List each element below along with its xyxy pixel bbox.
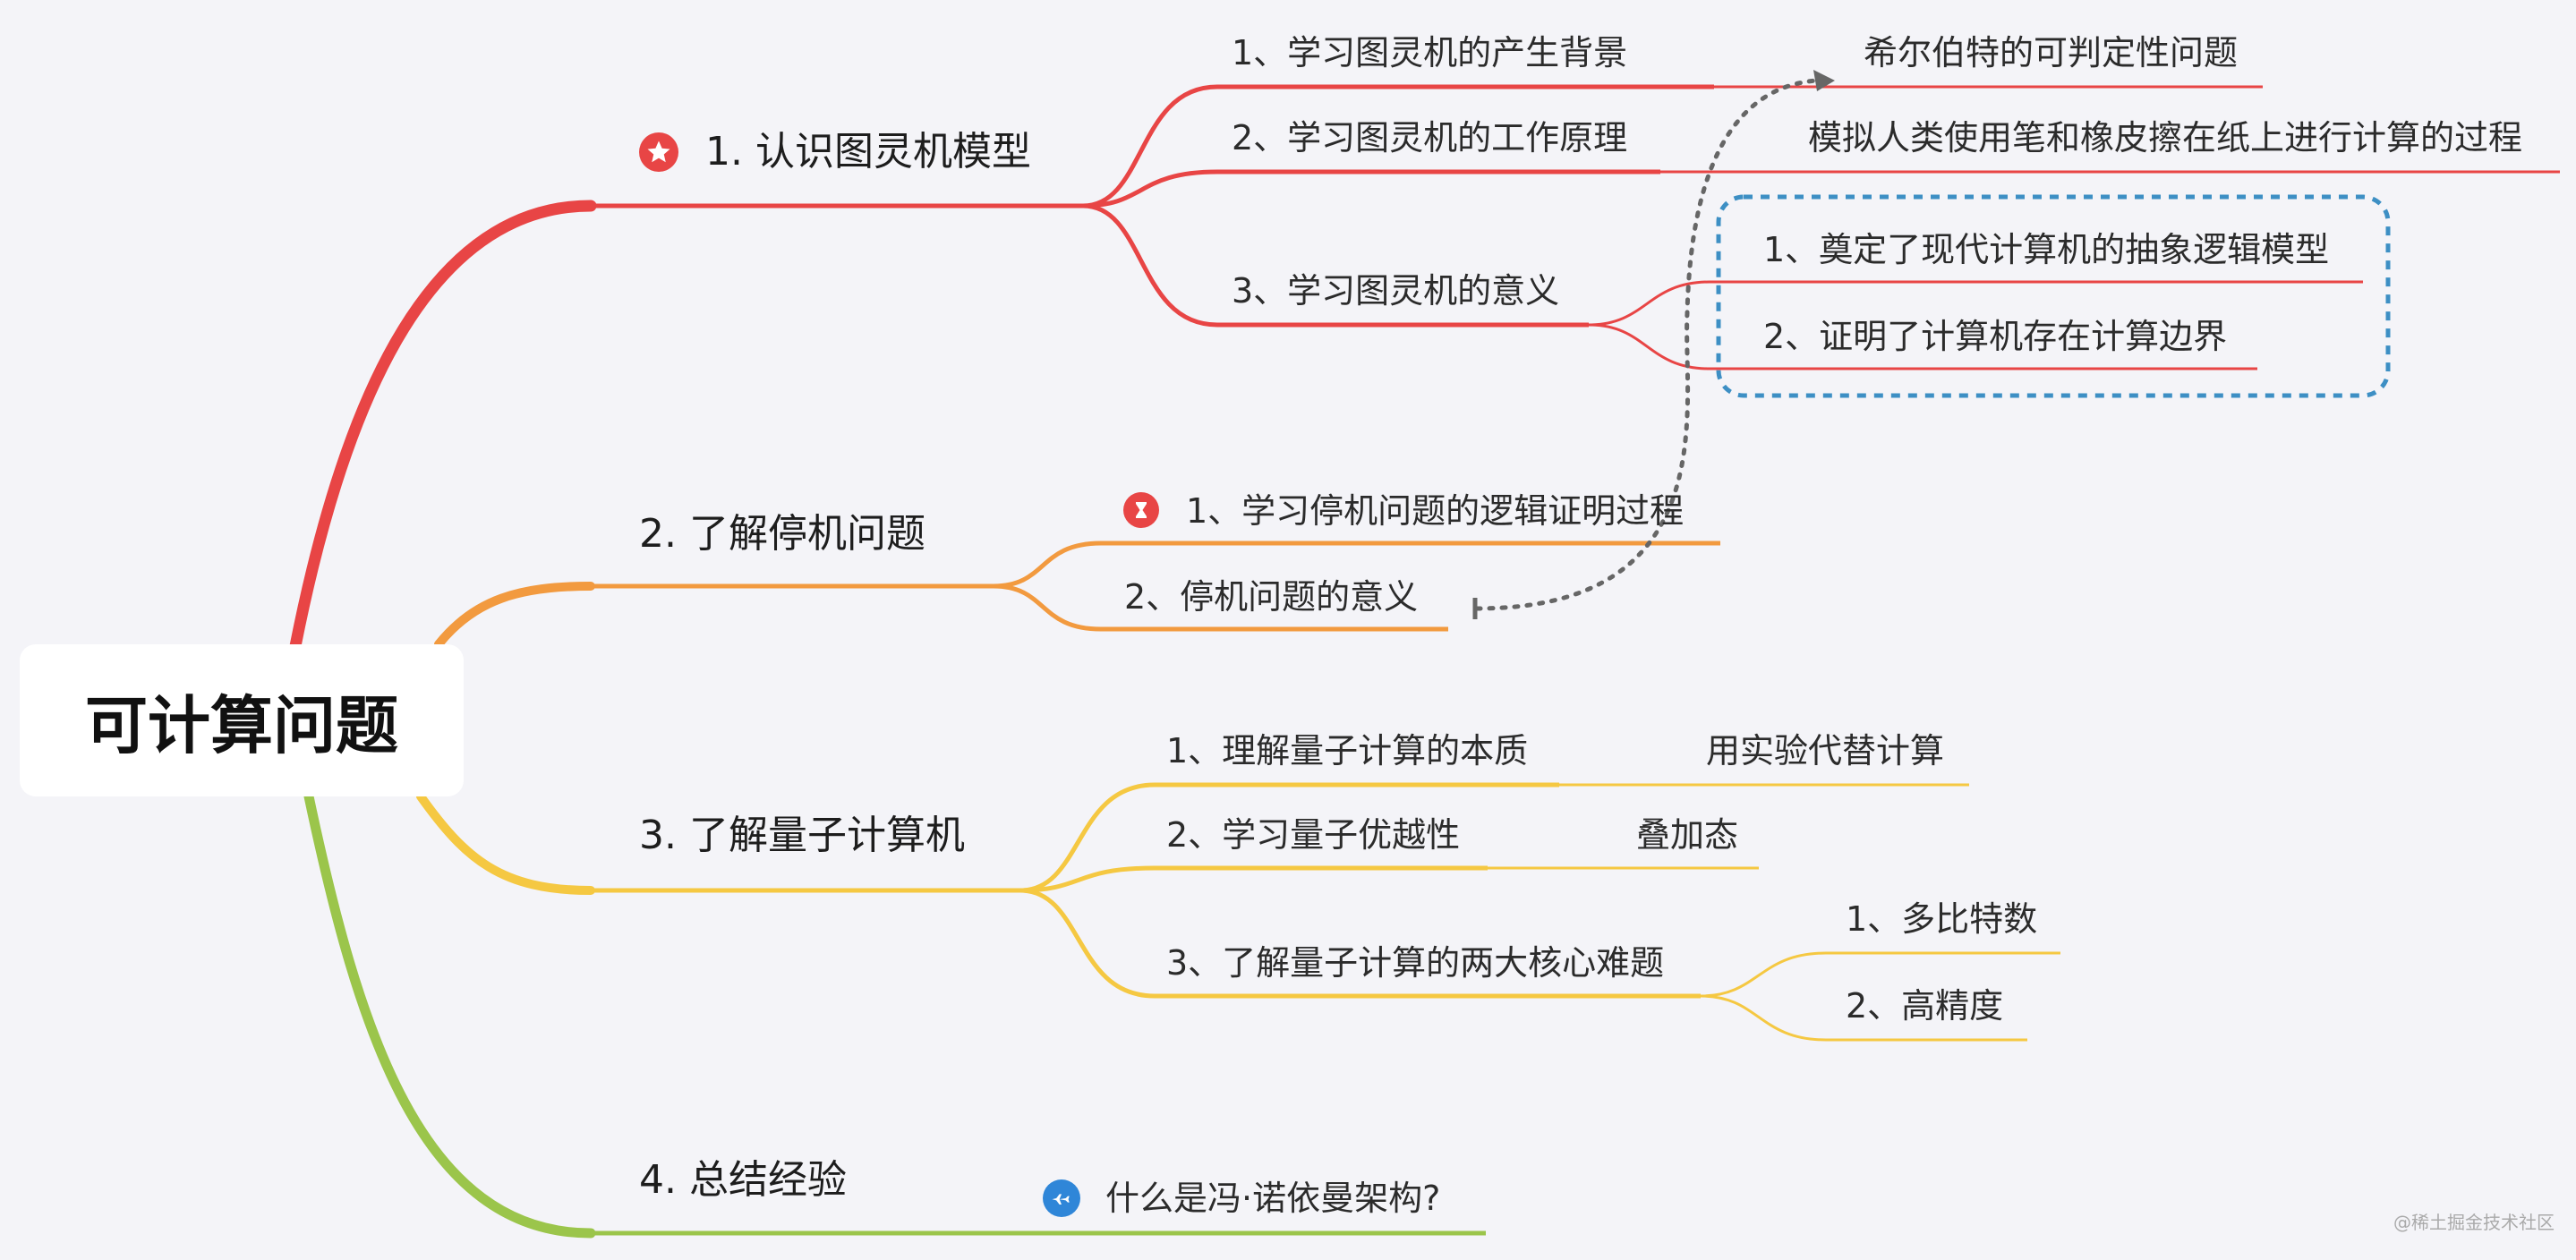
- branch3-link-2: [1019, 865, 1156, 893]
- watermark: @稀土掘金技术社区: [2393, 1212, 2555, 1233]
- branch1-link-3: [1082, 203, 1218, 328]
- connector-arrowhead: [1813, 70, 1835, 91]
- branch3-link-1: [1019, 782, 1156, 893]
- branch-3-child-1[interactable]: 1、理解量子计算的本质: [1166, 731, 1529, 770]
- root-branch-4: [303, 791, 596, 1239]
- branch-4-child-1[interactable]: 什么是冯·诺依曼架构?: [1105, 1179, 1441, 1218]
- branch-2-topic[interactable]: 2. 了解停机问题: [639, 511, 925, 557]
- hourglass-icon: [1123, 492, 1159, 528]
- root-branch-2: [434, 582, 595, 649]
- root-topic[interactable]: 可计算问题: [20, 644, 464, 796]
- branch1-child3-link-b: [1588, 323, 1710, 370]
- branch-2-child-1[interactable]: 1、学习停机问题的逻辑证明过程: [1186, 491, 1685, 531]
- branch3-child3-link-b: [1700, 994, 1827, 1042]
- branch-1-child-3-leaf-1[interactable]: 1、奠定了现代计算机的抽象逻辑模型: [1763, 230, 2330, 269]
- branch2-link-2: [993, 583, 1102, 632]
- root-topic-label: 可计算问题: [85, 688, 398, 762]
- branch-3-child-2-leaf[interactable]: 叠加态: [1636, 815, 1739, 855]
- branch-1-child-1[interactable]: 1、学习图灵机的产生背景: [1232, 33, 1628, 72]
- star-icon: [639, 132, 678, 172]
- branch-3-child-1-leaf[interactable]: 用实验代替计算: [1706, 731, 1945, 770]
- branch-2-child-2[interactable]: 2、停机问题的意义: [1124, 577, 1419, 617]
- branch-1-child-2-leaf[interactable]: 模拟人类使用笔和橡皮擦在纸上进行计算的过程: [1808, 118, 2523, 158]
- branch-1-child-1-leaf[interactable]: 希尔伯特的可判定性问题: [1864, 33, 2239, 72]
- summary-boundary-box: [1716, 194, 2391, 398]
- relationship-connector: [1474, 78, 1820, 611]
- branch-1-topic[interactable]: 1. 认识图灵机模型: [705, 129, 1031, 175]
- branch1-link-1: [1082, 84, 1218, 209]
- branch-3-topic[interactable]: 3. 了解量子计算机: [639, 813, 965, 858]
- branch2-link-1: [993, 541, 1102, 589]
- branch1-child3-link-a: [1588, 280, 1710, 327]
- airplane-icon: [1043, 1179, 1080, 1217]
- branch3-child3-link-a: [1700, 951, 1827, 998]
- branch1-link-2: [1082, 169, 1218, 209]
- branch-3-child-3[interactable]: 3、了解量子计算的两大核心难题: [1166, 943, 1665, 983]
- branch-1-child-3[interactable]: 3、学习图灵机的意义: [1232, 271, 1560, 311]
- root-branch-3: [416, 792, 595, 895]
- branch-1-child-3-leaf-2[interactable]: 2、证明了计算机存在计算边界: [1763, 317, 2228, 356]
- branch3-link-3: [1019, 888, 1156, 999]
- branch-3-child-3-leaf-1[interactable]: 1、多比特数: [1846, 899, 2038, 939]
- branch-3-child-2[interactable]: 2、学习量子优越性: [1166, 815, 1461, 855]
- root-branch-1: [289, 200, 597, 652]
- branch-1-child-2[interactable]: 2、学习图灵机的工作原理: [1232, 118, 1628, 158]
- branch-4-topic[interactable]: 4. 总结经验: [639, 1157, 847, 1203]
- branch-3-child-3-leaf-2[interactable]: 2、高精度: [1846, 986, 2004, 1026]
